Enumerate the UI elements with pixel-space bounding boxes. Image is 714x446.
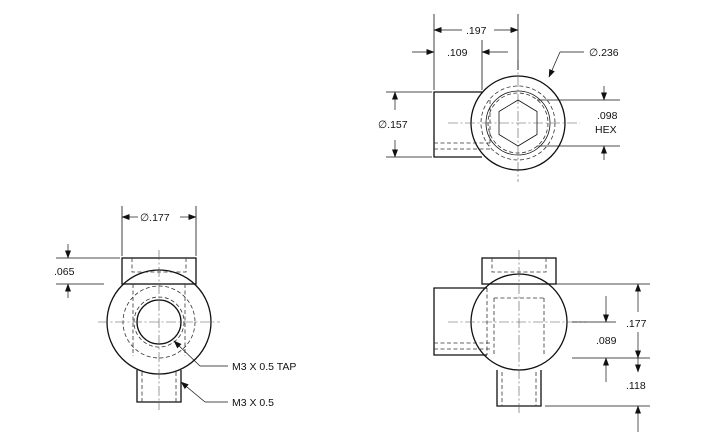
right-cylinder — [433, 287, 487, 356]
dim-098-label: .098 — [597, 110, 618, 122]
top-view: .197 .109 ∅.236 ∅.157 .098 HEX — [378, 14, 620, 182]
dim-236-label: ∅.236 — [589, 47, 619, 59]
dim-197-label: .197 — [466, 25, 487, 37]
hex-label: HEX — [595, 124, 617, 136]
dim-118-label: .118 — [626, 380, 646, 392]
dim-109-label: .109 — [447, 47, 468, 59]
right-view: .177 .089 .118 — [433, 250, 650, 432]
tap-callout: M3 X 0.5 TAP — [232, 361, 296, 373]
dim-089-label: .089 — [596, 335, 617, 347]
top-cylinder — [433, 91, 482, 158]
thread-callout: M3 X 0.5 — [232, 397, 274, 409]
front-view: ∅.177 .065 M3 X 0.5 TAP M3 X 0.5 — [54, 206, 296, 410]
dim-right-177-label: .177 — [626, 318, 647, 330]
dim-157-label: ∅.157 — [378, 119, 408, 131]
dim-065-label: .065 — [54, 266, 75, 278]
dim-front-177-label: ∅.177 — [140, 212, 170, 224]
